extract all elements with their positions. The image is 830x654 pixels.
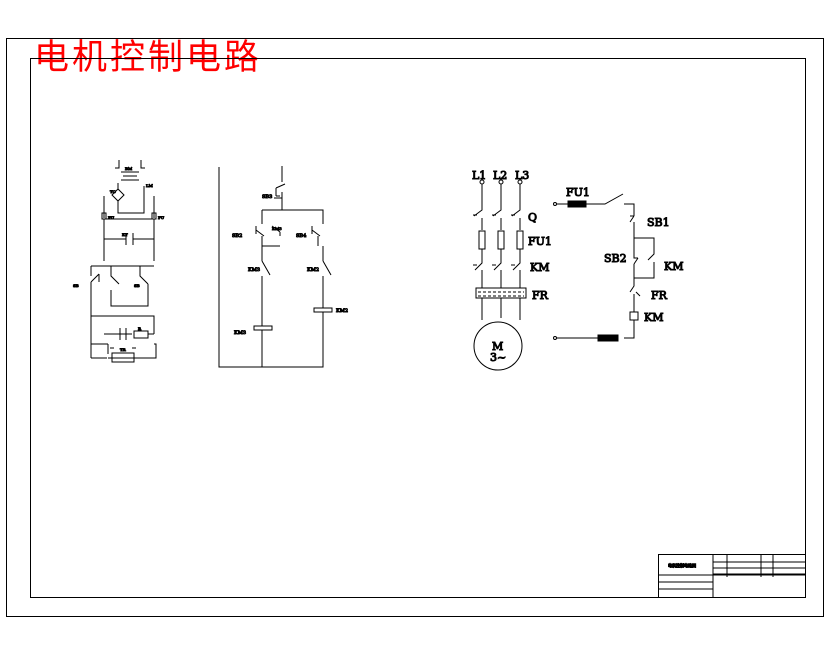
label-l3: L3 (515, 169, 529, 182)
control-circuit (553, 193, 655, 342)
label-sb2: SB2 (604, 252, 627, 265)
label-ctrl-fr: FR (651, 289, 668, 302)
label-mid-coil-right: KM2 (336, 308, 348, 314)
label-fr: FR (532, 289, 549, 302)
label-mid-km-c: KM2 (307, 267, 319, 273)
label-l1: L1 (472, 169, 486, 182)
label-mid-sb-left: SB2 (232, 233, 242, 239)
label-mid-coil-left: KM3 (234, 330, 246, 336)
label-mid-sb-right: SB4 (296, 233, 306, 239)
label-l2: L2 (493, 169, 507, 182)
middle-circuit (218, 166, 333, 368)
label-mid-sb-top: SB3 (262, 194, 272, 200)
label-left-sw-l: SB (73, 283, 79, 288)
label-ctrl-km-aux: KM (664, 260, 683, 273)
label-left-r3: R (138, 326, 142, 331)
main-power-circuit (473, 179, 527, 371)
left-circuit (90, 160, 157, 363)
label-left-r2: LM (146, 183, 153, 188)
inner-frame (30, 58, 806, 598)
label-mid-km-a: KM3 (272, 226, 282, 231)
label-km: KM (530, 261, 549, 274)
label-sb1: SB1 (647, 216, 670, 229)
label-left-top: BM (125, 166, 132, 171)
label-left-kt: KT (122, 232, 128, 237)
label-ctrl-km-coil: KM (644, 311, 663, 324)
label-left-fu-l: FU (108, 215, 115, 220)
label-left-sw-r: SB (134, 283, 140, 288)
label-fu1: FU1 (528, 235, 552, 248)
label-left-bot: TR (120, 347, 127, 352)
label-q: Q (528, 211, 537, 224)
label-mid-km-b: KM3 (248, 267, 260, 273)
title-block-name: 电机控制电路图 (668, 562, 696, 568)
label-motor-phase: 3~ (490, 351, 506, 364)
label-ctrl-fu1: FU1 (566, 186, 590, 199)
label-left-r1: TC (110, 189, 116, 194)
outer-frame (6, 38, 824, 617)
label-motor-m: M (492, 340, 503, 353)
title-block (658, 554, 806, 598)
label-left-fu-r: FU (158, 215, 165, 220)
